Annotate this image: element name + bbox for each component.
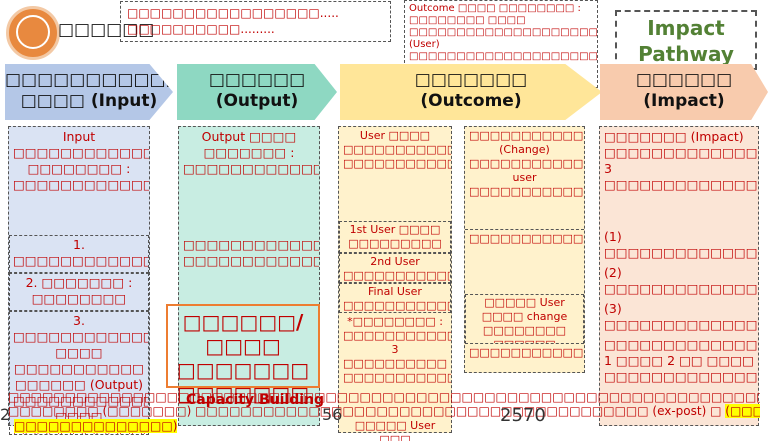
- impact-item-2: (2) □□□□□□□□□□□□□□□□□□□: [604, 265, 758, 296]
- arrow-output-line2: (Output): [215, 91, 299, 111]
- outcome-change-intro: □□□□□□□□□□□□□□□□□□□□□□□□□ (Change) □□□□□…: [469, 129, 584, 198]
- page-title: □□□□□□: [58, 20, 155, 40]
- final-user: Final User □□□□□□□□□□□□□□□□□□□: [339, 283, 451, 313]
- highlight-right: (□□□□□□□□: [725, 404, 760, 418]
- outcome-user-column: User □□□□ □□□□□□□□□□□□□□□□□□□□□□□□□□□□□□…: [338, 126, 452, 441]
- overlay-orange-line3: □□□□□□□: [176, 382, 310, 406]
- arrow-outcome: □□□□□□□ (Outcome): [340, 64, 602, 120]
- impact-tail: □□□□□□□□□□□□□□□□□□□□□□□□□□□□□□□□□□□□□□□□…: [604, 337, 758, 384]
- arrow-input-line1: □□□□□□□□□□□: [5, 70, 182, 90]
- arrow-impact-label: □□□□□□ (Impact): [600, 64, 768, 112]
- number-mid: 56: [322, 405, 343, 424]
- arrow-output-line1: □□□□□□: [208, 70, 306, 90]
- impact-intro: □□□□□□□ (Impact) □□□□□□□□□□□□□□□□□□□□□□□…: [604, 129, 758, 192]
- overlay-bottom-line1-text: □□□□□□□□□□□□□□□□□□□□□□□□□□□□□□□□□□□□□□□□…: [8, 390, 760, 404]
- arrow-output-label: □□□□□□ (Output): [177, 64, 337, 112]
- second-user: 2nd User □□□□□□□□□□□□□□□□□□: [339, 253, 451, 283]
- number-left: 2: [0, 405, 11, 424]
- overlay-orange-line2: □□□□□□□: [176, 358, 310, 382]
- arrow-impact-line1: □□□□□□: [635, 70, 733, 90]
- arrow-outcome-line1: □□□□□□□: [414, 70, 528, 90]
- overlay-bottom-line2: □□□□□□□□ (□□□□□□□) □□□□□□□□□□□□□□□□□□□□□…: [8, 404, 760, 418]
- lightbulb-icon: [16, 15, 50, 49]
- input-intro: Input □□□□□□□□□□□□□ □□□□□□□□ : □□□□□□□□□…: [13, 129, 149, 192]
- impact-pathway-title: Impact Pathway: [615, 10, 757, 70]
- year-label: 2570: [500, 405, 546, 426]
- outcome-change-mid: □□□□□□□□□□□□□□□□□□□□□□□□□□□□□□□□□□□□□□□□…: [465, 229, 584, 294]
- overlay-bottom-line2-text: □□□□□□□□ (□□□□□□□) □□□□□□□□□□□□□□□□□□□□□…: [8, 404, 722, 418]
- outcome-change-tail: □□□□□□□□□□□□□□□□□□□□□□□□□□□□□□□□□□□□□□□: [469, 346, 584, 359]
- impact-item-1: (1) □□□□□□□□□□□□□□□□□: [604, 229, 758, 260]
- overlay-bottom-text: □□□□□□□□□□□□□□□□□□□□□□□□□□□□□□□□□□□□□□□□…: [8, 390, 760, 420]
- arrow-outcome-line2: (Outcome): [420, 91, 522, 111]
- overlay-orange-box: □□□□□□/□□□□ □□□□□□□ □□□□□□□: [166, 304, 320, 406]
- overlay-bottom-line1: □□□□□□□□□□□□□□□□□□□□□□□□□□□□□□□□□□□□□□□□…: [8, 390, 760, 404]
- impact-pathway-line2: Pathway: [638, 42, 734, 66]
- highlight-left-wrap: □□□□□□□□□□□□□□): [14, 419, 178, 433]
- outcome-change-boxed: □□□□□ User □□□□ change □□□□□□□□ □□□□□□: [465, 294, 584, 344]
- output-column: Output □□□□ □□□□□□□ : □□□□□□□□□□□□□□□□□□…: [178, 126, 320, 426]
- arrow-outcome-label: □□□□□□□ (Outcome): [340, 64, 602, 112]
- input-item-2: 2. □□□□□□□ : □□□□□□□□: [9, 273, 149, 311]
- outcome-user-bottom: □□□□□ User □□□: [354, 419, 436, 441]
- output-body: □□□□□□□□□□□□□□□□□□□□□□□□□□□□□□□□□□□□□□□□…: [183, 237, 319, 268]
- arrow-impact: □□□□□□ (Impact): [600, 64, 768, 120]
- outcome-change-column: □□□□□□□□□□□□□□□□□□□□□□□□□ (Change) □□□□□…: [464, 126, 585, 373]
- top-note-line1: □□□□□□□□□□□□□□□□□.....: [127, 6, 339, 20]
- arrow-output: □□□□□□ (Output): [177, 64, 337, 120]
- arrow-impact-line2: (Impact): [643, 91, 725, 111]
- arrow-input-line2: □□□□ (Input): [20, 91, 158, 111]
- impact-column: □□□□□□□ (Impact) □□□□□□□□□□□□□□□□□□□□□□□…: [599, 126, 759, 426]
- capacity-building-label: Capacity Building: [186, 392, 325, 408]
- arrow-input-label: □□□□□□□□□□□ □□□□ (Input): [5, 64, 173, 112]
- first-user: 1st User □□□□ □□□□□□□□□: [339, 221, 451, 253]
- input-item-1: 1. □□□□□□□□□□□□□□□□: [9, 235, 149, 273]
- input-column: Input □□□□□□□□□□□□□ □□□□□□□□ : □□□□□□□□□…: [8, 126, 150, 435]
- outcome-user-note: *□□□□□□□□ : □□□□□□□□□□□□□□□□□□□□□□□□□□□□…: [343, 315, 451, 384]
- impact-item-3: (3) □□□□□□□□□□□□□□□□□□□□□: [604, 301, 758, 332]
- overlay-orange-line1: □□□□□□/□□□□: [182, 310, 304, 358]
- top-note: □□□□□□□□□□□□□□□□□..... □□□□□□□□□□.......…: [120, 1, 391, 42]
- highlight-left: □□□□□□□□□□□□□□): [14, 419, 178, 433]
- output-intro: Output □□□□ □□□□□□□ : □□□□□□□□□□□□□□□□□□…: [183, 129, 319, 176]
- input-item-3: 3. □□□□□□□□□□□□□ □□□□ □□□□□□□□□□□ □□□□□□…: [9, 311, 149, 435]
- impact-pathway-line1: Impact: [647, 16, 725, 40]
- top-note-line2: □□□□□□□□□□.........: [127, 22, 275, 36]
- arrow-input: □□□□□□□□□□□ □□□□ (Input): [5, 64, 173, 120]
- outcome-user-intro: User □□□□ □□□□□□□□□□□□□□□□□□□□□□□□□□□□□□…: [343, 129, 451, 170]
